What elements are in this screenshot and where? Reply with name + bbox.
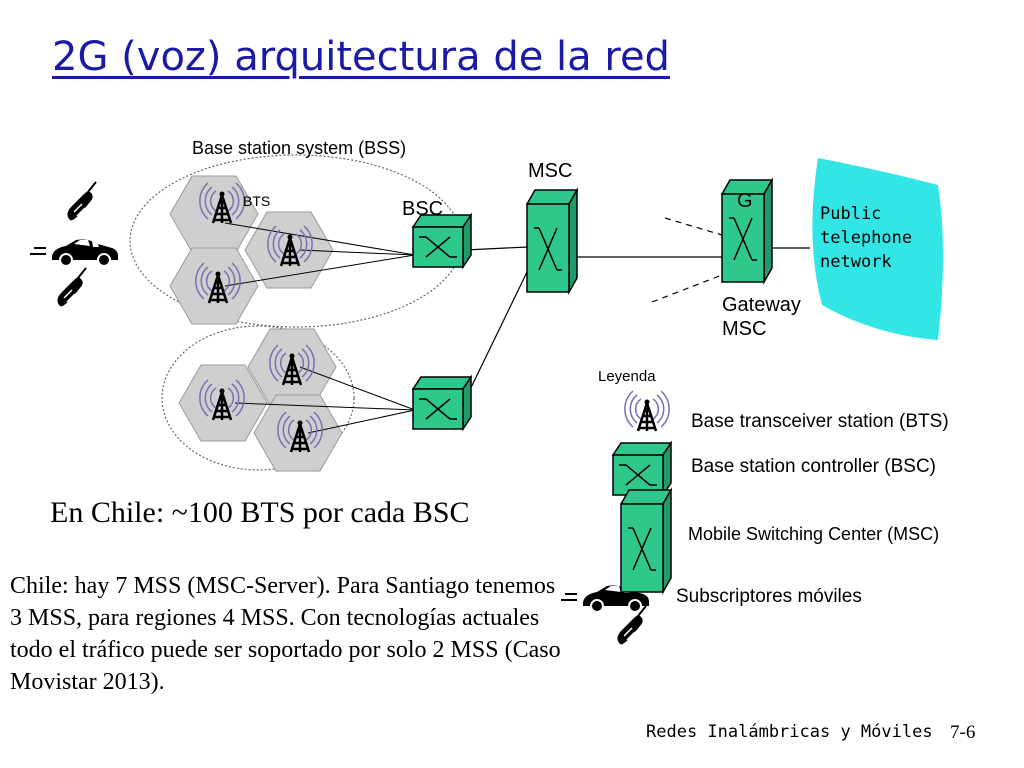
bsc-icon xyxy=(412,214,472,268)
legend-msc-text: Mobile Switching Center (MSC) xyxy=(688,524,940,544)
core-links xyxy=(464,246,810,401)
bts-bsc-links xyxy=(224,222,416,434)
bss-label: Base station system (BSS) xyxy=(192,138,407,158)
page-title: 2G (voz) arquitectura de la red xyxy=(52,34,670,80)
chile-bts-note: En Chile: ~100 BTS por cada BSC xyxy=(50,496,470,529)
mobile-phone-icon xyxy=(56,267,87,308)
bsc-label: BSC xyxy=(402,198,444,220)
pstn-label-line3: network xyxy=(820,252,892,272)
cell-hex xyxy=(169,175,259,253)
mss-paragraph: Chile: hay 7 MSS (MSC-Server). Para Sant… xyxy=(10,573,561,695)
legend-subscribers-text: Subscriptores móviles xyxy=(676,586,862,607)
pstn-label-line1: Public xyxy=(820,204,882,224)
gateway-letter: G xyxy=(737,190,753,212)
footer-course: Redes Inalámbricas y Móviles xyxy=(646,722,933,742)
pstn-cloud xyxy=(812,158,943,340)
legend-heading: Leyenda xyxy=(598,368,656,385)
legend-bts-icon xyxy=(623,389,671,433)
mobile-phone-icon xyxy=(66,181,97,222)
car-icon xyxy=(29,238,119,267)
gateway-label-line1: Gateway xyxy=(722,294,801,316)
pstn-label-line2: telephone xyxy=(820,228,913,248)
pstn-label: Public telephone network xyxy=(820,202,912,274)
gateway-dashed-links xyxy=(651,217,723,303)
bss-boundary-bottom xyxy=(161,325,355,471)
msc-icon xyxy=(526,189,578,293)
gateway-label-line2: MSC xyxy=(722,318,767,340)
bsc-icon xyxy=(412,376,472,430)
legend-bts-text: Base transceiver station (BTS) xyxy=(691,411,949,432)
legend-bsc-icon xyxy=(612,442,672,496)
legend-msc-icon xyxy=(620,489,672,593)
msc-label: MSC xyxy=(528,160,573,182)
bts-label: BTS xyxy=(243,193,271,209)
legend-bsc-text: Base station controller (BSC) xyxy=(691,456,936,477)
footer-page-number: 7-6 xyxy=(950,722,976,743)
